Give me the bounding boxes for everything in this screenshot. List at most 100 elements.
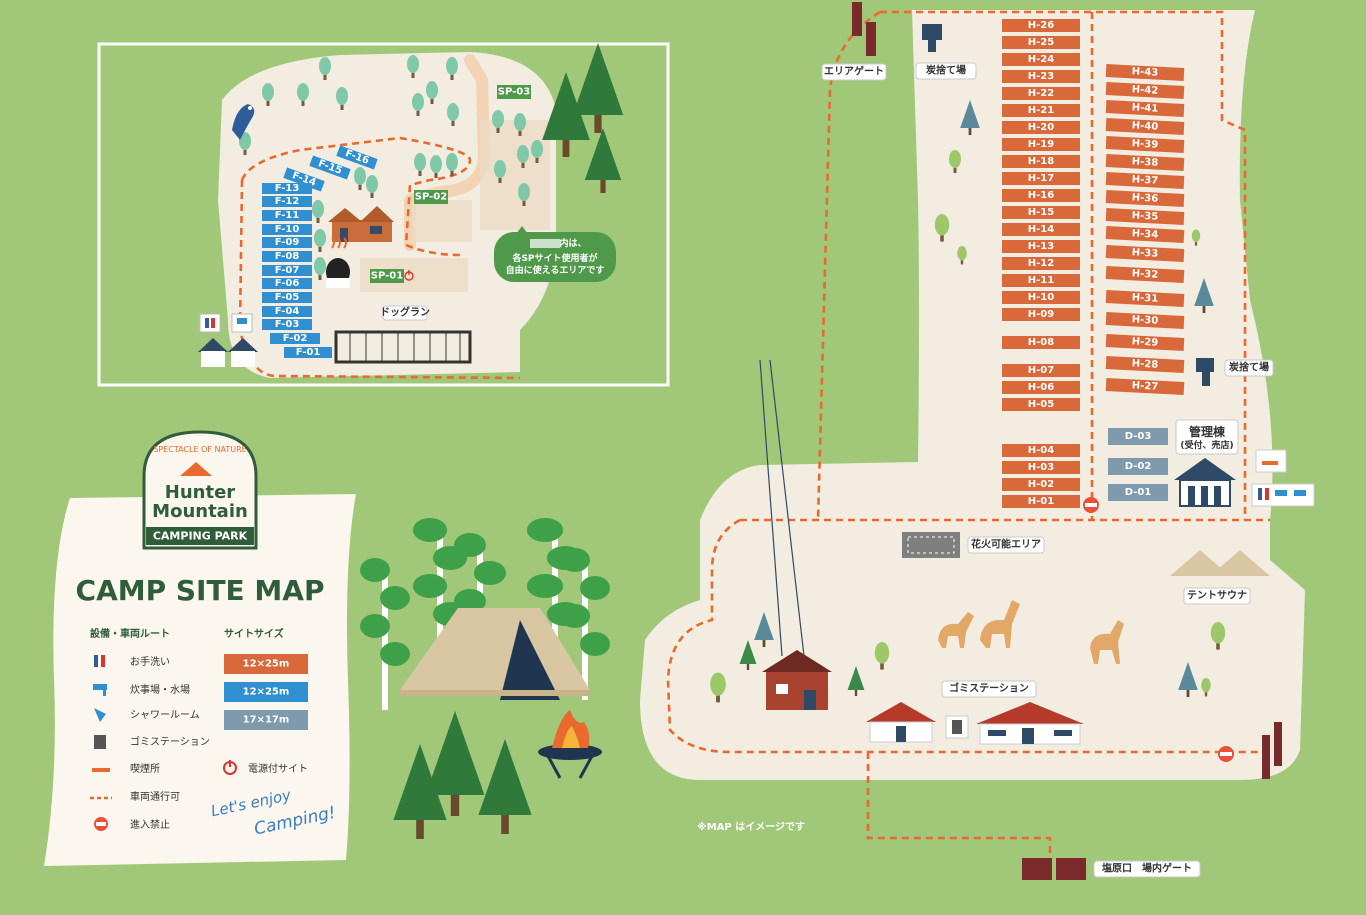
size-swatch-orange: 12×25m xyxy=(224,654,308,674)
site-h-24[interactable]: H-24 xyxy=(1002,53,1080,66)
site-h-10[interactable]: H-10 xyxy=(1002,291,1080,304)
site-h-21[interactable]: H-21 xyxy=(1002,104,1080,117)
tree-icon xyxy=(518,183,530,206)
svg-text:Mountain: Mountain xyxy=(152,501,248,522)
site-h-14[interactable]: H-14 xyxy=(1002,223,1080,236)
site-h-36[interactable]: H-36 xyxy=(1105,189,1185,208)
site-f-02[interactable]: F-02 xyxy=(270,333,320,344)
svg-text:H-07: H-07 xyxy=(1028,365,1054,376)
site-f-06[interactable]: F-06 xyxy=(262,278,312,289)
site-h-38[interactable]: H-38 xyxy=(1105,153,1185,172)
site-h-33[interactable]: H-33 xyxy=(1105,244,1185,263)
site-h-02[interactable]: H-02 xyxy=(1002,478,1080,491)
site-h-39[interactable]: H-39 xyxy=(1105,135,1185,154)
svg-text:H-18: H-18 xyxy=(1028,156,1054,167)
site-f-07[interactable]: F-07 xyxy=(262,265,312,276)
site-h-15[interactable]: H-15 xyxy=(1002,206,1080,219)
site-h-18[interactable]: H-18 xyxy=(1002,155,1080,168)
tree-icon xyxy=(446,57,458,80)
site-f-04[interactable]: F-04 xyxy=(262,306,312,317)
site-h-40[interactable]: H-40 xyxy=(1105,117,1185,136)
site-f-11[interactable]: F-11 xyxy=(262,210,312,221)
site-h-25[interactable]: H-25 xyxy=(1002,36,1080,49)
svg-text:H-11: H-11 xyxy=(1028,275,1054,286)
site-sp-02[interactable]: SP-02 xyxy=(414,190,448,204)
site-h-28[interactable]: H-28 xyxy=(1105,355,1185,374)
site-h-42[interactable]: H-42 xyxy=(1105,81,1185,100)
sizes-heading: サイトサイズ xyxy=(224,627,284,640)
site-h-08[interactable]: H-08 xyxy=(1002,336,1080,349)
svg-text:H-25: H-25 xyxy=(1028,37,1054,48)
site-h-03[interactable]: H-03 xyxy=(1002,461,1080,474)
site-h-09[interactable]: H-09 xyxy=(1002,308,1080,321)
site-h-04[interactable]: H-04 xyxy=(1002,444,1080,457)
birch-tree-icon xyxy=(560,548,610,700)
svg-text:17×17m: 17×17m xyxy=(243,715,290,726)
site-f-05[interactable]: F-05 xyxy=(262,292,312,303)
site-h-32[interactable]: H-32 xyxy=(1105,265,1185,284)
svg-text:H-28: H-28 xyxy=(1132,358,1159,370)
svg-text:H-23: H-23 xyxy=(1028,71,1054,82)
site-f-10[interactable]: F-10 xyxy=(262,224,312,235)
site-h-13[interactable]: H-13 xyxy=(1002,240,1080,253)
faucet-icon xyxy=(93,684,107,696)
inset-map xyxy=(97,42,670,387)
site-h-37[interactable]: H-37 xyxy=(1105,171,1185,190)
tree-icon xyxy=(354,167,366,190)
svg-text:H-34: H-34 xyxy=(1132,228,1159,240)
bird-icon xyxy=(232,104,255,140)
svg-text:12×25m: 12×25m xyxy=(243,687,290,698)
tree-icon xyxy=(426,81,438,104)
site-h-05[interactable]: H-05 xyxy=(1002,398,1080,411)
pine-tree-icon xyxy=(960,100,980,135)
site-h-12[interactable]: H-12 xyxy=(1002,257,1080,270)
site-h-35[interactable]: H-35 xyxy=(1105,207,1185,226)
site-h-31[interactable]: H-31 xyxy=(1105,289,1185,308)
site-h-07[interactable]: H-07 xyxy=(1002,364,1080,377)
site-sp-03[interactable]: SP-03 xyxy=(497,85,531,99)
svg-text:管理棟: 管理棟 xyxy=(1189,424,1226,439)
site-h-17[interactable]: H-17 xyxy=(1002,172,1080,185)
site-f-12[interactable]: F-12 xyxy=(262,196,312,207)
pine-tree-icon xyxy=(754,612,774,647)
site-h-16[interactable]: H-16 xyxy=(1002,189,1080,202)
site-d-02[interactable]: D-02 xyxy=(1108,458,1168,475)
tree-icon xyxy=(366,175,378,198)
site-h-30[interactable]: H-30 xyxy=(1105,311,1185,330)
site-h-27[interactable]: H-27 xyxy=(1105,377,1185,396)
site-h-34[interactable]: H-34 xyxy=(1105,225,1185,244)
svg-text:H-17: H-17 xyxy=(1028,173,1054,184)
site-sp-01[interactable]: SP-01 xyxy=(370,269,404,283)
site-h-22[interactable]: H-22 xyxy=(1002,87,1080,100)
tree-icon xyxy=(407,55,419,78)
tent-sauna-icon xyxy=(1170,550,1270,576)
svg-text:SP-03: SP-03 xyxy=(498,87,530,98)
site-f-03[interactable]: F-03 xyxy=(262,319,312,330)
svg-text:H-04: H-04 xyxy=(1028,445,1054,456)
site-d-03[interactable]: D-03 xyxy=(1108,428,1168,445)
site-h-43[interactable]: H-43 xyxy=(1105,63,1185,82)
site-h-11[interactable]: H-11 xyxy=(1002,274,1080,287)
svg-text:SP-02: SP-02 xyxy=(415,192,447,203)
birch-tree-icon xyxy=(360,558,410,710)
site-f-08[interactable]: F-08 xyxy=(262,251,312,262)
site-h-23[interactable]: H-23 xyxy=(1002,70,1080,83)
site-f-01[interactable]: F-01 xyxy=(284,347,332,358)
site-h-26[interactable]: H-26 xyxy=(1002,19,1080,32)
site-h-01[interactable]: H-01 xyxy=(1002,495,1080,508)
site-h-29[interactable]: H-29 xyxy=(1105,333,1185,352)
garbage-station-label: ゴミステーション xyxy=(941,680,1037,698)
site-h-19[interactable]: H-19 xyxy=(1002,138,1080,151)
site-d-01[interactable]: D-01 xyxy=(1108,484,1168,501)
site-h-41[interactable]: H-41 xyxy=(1105,99,1185,118)
svg-text:H-02: H-02 xyxy=(1028,479,1054,490)
site-f-09[interactable]: F-09 xyxy=(262,237,312,248)
svg-text:H-31: H-31 xyxy=(1132,292,1159,304)
svg-text:F-06: F-06 xyxy=(275,278,300,289)
pine-tree-icon xyxy=(542,72,590,157)
svg-text:H-03: H-03 xyxy=(1028,462,1054,473)
legend-kitchen: 炊事場・水場 xyxy=(130,683,190,696)
site-h-06[interactable]: H-06 xyxy=(1002,381,1080,394)
site-f-13[interactable]: F-13 xyxy=(262,183,312,194)
site-h-20[interactable]: H-20 xyxy=(1002,121,1080,134)
